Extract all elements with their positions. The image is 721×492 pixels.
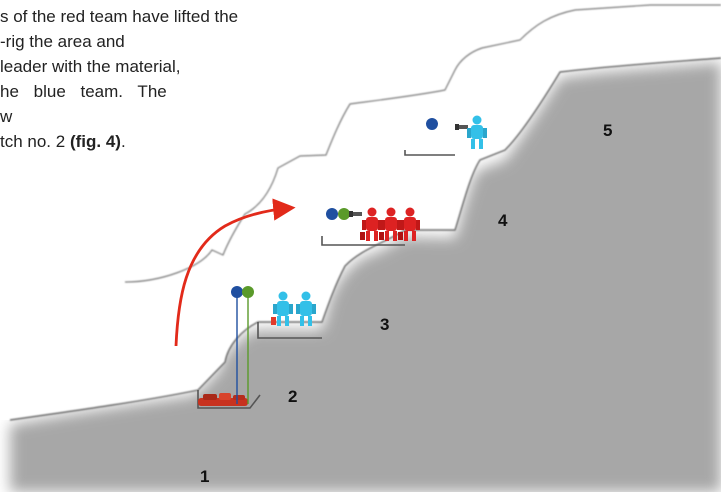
figure-reference: (fig. 4) bbox=[69, 132, 121, 151]
rock-shadow bbox=[10, 62, 721, 492]
step-number-3: 3 bbox=[380, 315, 389, 334]
paragraph-line: -rig the area and bbox=[0, 32, 125, 51]
paragraph-line: he blue team. The bbox=[0, 82, 167, 101]
step-edge bbox=[404, 150, 455, 156]
progress-arrow bbox=[174, 198, 296, 347]
blue-anchor-icon bbox=[231, 286, 243, 298]
step-edge bbox=[321, 236, 405, 246]
green-anchor-icon bbox=[242, 286, 254, 298]
paragraph-text: tch no. 2 bbox=[0, 132, 70, 151]
paragraph-line: leader with the material, bbox=[0, 57, 181, 76]
cave-wall-outline bbox=[9, 57, 721, 421]
drill-icon bbox=[455, 124, 468, 130]
step-number-2: 2 bbox=[288, 387, 297, 406]
red-team-figure bbox=[398, 207, 420, 241]
red-team-figure bbox=[379, 207, 401, 241]
step-number-5: 5 bbox=[603, 121, 612, 140]
green-anchor-icon bbox=[338, 208, 350, 220]
paragraph-line: tch no. 2 (fig. 4). bbox=[0, 129, 360, 154]
paragraph-line: w bbox=[0, 107, 13, 126]
step-number-1: 1 bbox=[200, 467, 209, 486]
cave-wall-outline-upper bbox=[124, 4, 721, 283]
blue-anchor-icon bbox=[326, 208, 338, 220]
blue-anchor-icon bbox=[426, 118, 438, 130]
paragraph-line: s of the red team have lifted the bbox=[0, 7, 239, 26]
instruction-paragraph: s of the red team have lifted the -rig t… bbox=[0, 4, 360, 154]
drill-icon bbox=[349, 211, 362, 217]
blue-team-figure bbox=[296, 291, 316, 326]
blue-team-figure bbox=[271, 291, 293, 326]
red-team-figure bbox=[360, 207, 382, 241]
paragraph-text: . bbox=[120, 132, 126, 151]
blue-leader-figure bbox=[467, 115, 487, 149]
step-edge bbox=[257, 322, 322, 339]
material-pile bbox=[198, 393, 248, 406]
step-number-4: 4 bbox=[498, 211, 508, 230]
step-edge bbox=[197, 390, 261, 409]
